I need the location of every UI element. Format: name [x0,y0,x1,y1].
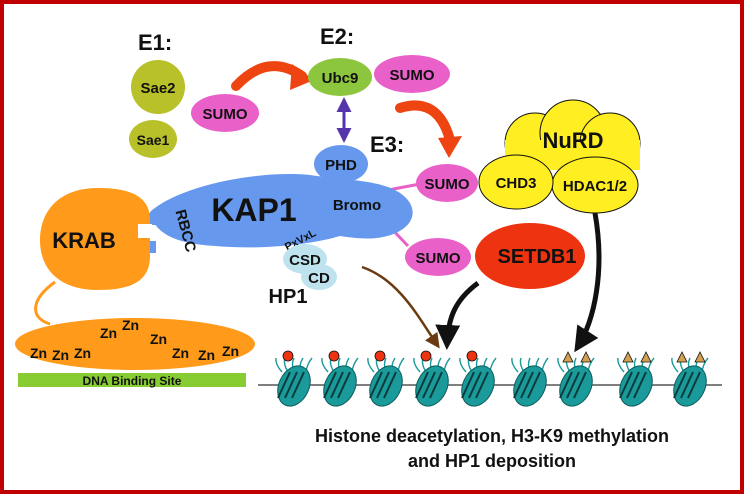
hp1-label: HP1 [269,286,308,308]
krab-label: KRAB [52,228,116,253]
zn-label: Zn [150,331,167,347]
methylation-mark [466,350,478,362]
phd-label: PHD [325,157,357,174]
setdb1-sumo-label: SUMO [416,250,461,267]
caption-line-2: and HP1 deposition [408,451,576,471]
phd-domain [314,145,368,183]
nucleosome [459,350,497,407]
sae1-node [129,120,177,158]
zn-label: Zn [122,317,139,333]
e2-to-e3-arrowhead [438,136,462,158]
acetylation-mark [694,351,706,363]
acetylation-mark [562,351,574,363]
kap1-label: KAP1 [211,192,296,228]
nucleosome [511,357,549,407]
kap1-body [150,174,413,248]
nucleosome [275,350,313,407]
nucleosome [367,350,405,407]
acetylation-mark [622,351,634,363]
e3-label: E3: [370,132,404,157]
e1-to-e2-arrowhead [290,64,314,90]
ubc9-node [308,58,372,96]
krab-notch [138,224,152,238]
dna-binding-site-label: DNA Binding Site [83,374,182,388]
setdb1-sumo-node [405,238,471,276]
methylation-mark [328,350,340,362]
chd3-node [478,154,554,210]
e2-sumo-node [374,55,450,93]
zn-label: Zn [222,343,239,359]
ubc9-label: Ubc9 [322,70,359,87]
hdac-label: HDAC1/2 [563,178,627,195]
e3-sumo-node [416,164,478,202]
nurd-to-chromatin-arrow [574,212,602,353]
cd-label: CD [308,270,330,287]
krab-zinc-finger-tether [34,280,56,326]
nucleosome [557,351,595,407]
setdb1-to-chromatin-arrow [435,280,480,350]
e3-sumo-label: SUMO [425,176,470,193]
acetylation-mark [640,351,652,363]
dna-binding-site-bar [18,373,246,387]
zinc-finger-array [15,318,255,370]
sae1-label: Sae1 [137,132,170,148]
e2-sumo-label: SUMO [390,67,435,84]
krab-domain [40,188,150,290]
e1-sumo-node [191,94,259,132]
e1-sumo-label: SUMO [203,106,248,123]
nucleosome [671,351,709,407]
methylation-mark [420,350,432,362]
acetylation-mark [580,351,592,363]
zn-label: Zn [30,345,47,361]
e2-label: E2: [320,24,354,49]
cd-domain [301,264,337,290]
chd3-label: CHD3 [496,175,537,192]
zn-label: Zn [52,347,69,363]
nucleosome [321,350,359,407]
nurd-label: NuRD [542,128,603,153]
methylation-mark [374,350,386,362]
setdb1-label: SETDB1 [498,246,577,268]
zn-label: Zn [198,347,215,363]
kap1-sumo-link-upper [387,182,421,192]
e2-to-e3-arrow [395,100,455,145]
nucleosome [413,350,451,407]
sae2-label: Sae2 [140,80,175,97]
zn-label: Zn [74,345,91,361]
acetylation-mark [676,351,688,363]
nucleosome-array [275,350,709,407]
hp1-to-chromatin-arrow [361,265,440,349]
nucleosome [617,351,655,407]
zinc-finger-labels: Zn Zn Zn Zn Zn Zn Zn Zn Zn [30,317,239,363]
e1-label: E1: [138,30,172,55]
sae2-node [131,60,185,114]
zn-label: Zn [100,325,117,341]
zn-label: Zn [172,345,189,361]
methylation-mark [282,350,294,362]
bromo-label: Bromo [333,197,381,214]
caption-line-1: Histone deacetylation, H3-K9 methylation [315,426,669,446]
setdb1-node [475,223,585,289]
